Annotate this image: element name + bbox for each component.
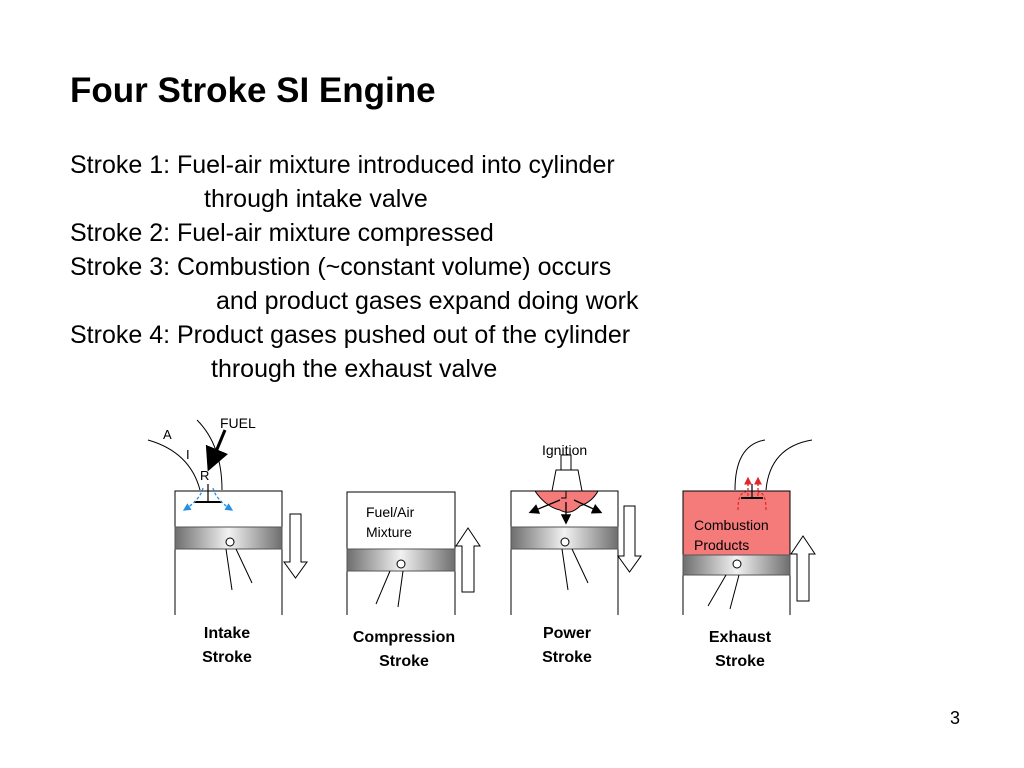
intake-flow-arrow-left bbox=[182, 487, 204, 511]
intake-down-arrow bbox=[283, 513, 308, 579]
stroke-1-text: Stroke 1: Fuel-air mixture introduced in… bbox=[70, 151, 615, 179]
power-caption-line-2: Stroke bbox=[542, 649, 592, 666]
exhaust-port-right bbox=[765, 439, 813, 491]
compression-wrist-pin bbox=[396, 559, 406, 569]
exhaust-flow-curve-left bbox=[737, 491, 747, 511]
compression-stroke-diagram: Fuel/Air Mixture Compression Stroke bbox=[346, 491, 481, 670]
compression-connecting-rod-left bbox=[375, 570, 391, 605]
exhaust-up-arrow bbox=[790, 535, 816, 602]
exhaust-cylinder bbox=[682, 490, 791, 615]
intake-caption-line-1: Intake bbox=[204, 625, 250, 642]
intake-connecting-rod-left bbox=[225, 548, 233, 591]
power-caption-line-1: Power bbox=[543, 625, 591, 642]
slide-number: 3 bbox=[950, 708, 961, 728]
expansion-arrow-left bbox=[528, 499, 561, 514]
products-label-line-2: Products bbox=[694, 537, 749, 553]
air-letter-r: R bbox=[200, 468, 209, 483]
products-label-line-1: Combustion bbox=[694, 517, 769, 533]
air-letter-i: I bbox=[186, 447, 190, 462]
intake-flow-arrow-right bbox=[212, 487, 234, 511]
intake-caption-line-2: Stroke bbox=[202, 649, 252, 666]
stroke-3-text: Stroke 3: Combustion (~constant volume) … bbox=[70, 253, 612, 281]
compression-caption-line-2: Stroke bbox=[379, 653, 429, 670]
exhaust-port-left bbox=[734, 439, 766, 491]
exhaust-wrist-pin bbox=[732, 559, 742, 569]
exhaust-caption-line-2: Stroke bbox=[715, 653, 765, 670]
ignition-label: Ignition bbox=[542, 442, 587, 458]
spark-plug-body bbox=[551, 469, 583, 492]
stroke-4-text: Stroke 4: Product gases pushed out of th… bbox=[70, 321, 631, 349]
expansion-arrow-right bbox=[573, 499, 603, 514]
intake-wrist-pin bbox=[225, 537, 235, 547]
power-down-arrow bbox=[617, 505, 642, 573]
intake-cylinder bbox=[174, 490, 283, 615]
exhaust-flow-curve-right bbox=[757, 491, 767, 511]
combustion-flame bbox=[534, 490, 599, 513]
mixture-label-line-2: Mixture bbox=[366, 524, 412, 540]
exhaust-connecting-rod-left bbox=[707, 574, 727, 607]
stroke-2-text: Stroke 2: Fuel-air mixture compressed bbox=[70, 219, 494, 247]
power-stroke-diagram: Ignition Power Stroke bbox=[510, 442, 642, 666]
intake-port-left bbox=[147, 439, 201, 491]
fuel-label: FUEL bbox=[220, 415, 256, 431]
stroke-1-continuation: through intake valve bbox=[204, 185, 428, 213]
power-wrist-pin bbox=[560, 537, 570, 547]
power-connecting-rod-right bbox=[571, 548, 589, 584]
air-letter-a: A bbox=[163, 427, 172, 442]
mixture-label-line-1: Fuel/Air bbox=[366, 504, 415, 520]
compression-connecting-rod-right bbox=[397, 570, 404, 608]
slide-title: Four Stroke SI Engine bbox=[70, 71, 436, 110]
exhaust-stroke-diagram: Combustion Products Exhaust Stroke bbox=[682, 439, 816, 670]
spark-plug-terminal bbox=[560, 454, 572, 471]
stroke-3-continuation: and product gases expand doing work bbox=[216, 287, 639, 315]
fuel-injection-arrow bbox=[205, 429, 228, 472]
intake-connecting-rod-right bbox=[235, 548, 253, 584]
exhaust-caption-line-1: Exhaust bbox=[709, 629, 772, 646]
spark-plug-electrode bbox=[561, 491, 567, 499]
intake-stroke-diagram: A I R FUEL Intake Stroke bbox=[147, 415, 308, 666]
exhaust-connecting-rod-right bbox=[729, 574, 740, 610]
compression-caption-line-1: Compression bbox=[353, 629, 455, 646]
compression-up-arrow bbox=[455, 527, 481, 593]
exhaust-combustion-products bbox=[683, 491, 790, 555]
power-connecting-rod-left bbox=[561, 548, 569, 591]
stroke-4-continuation: through the exhaust valve bbox=[211, 355, 498, 383]
